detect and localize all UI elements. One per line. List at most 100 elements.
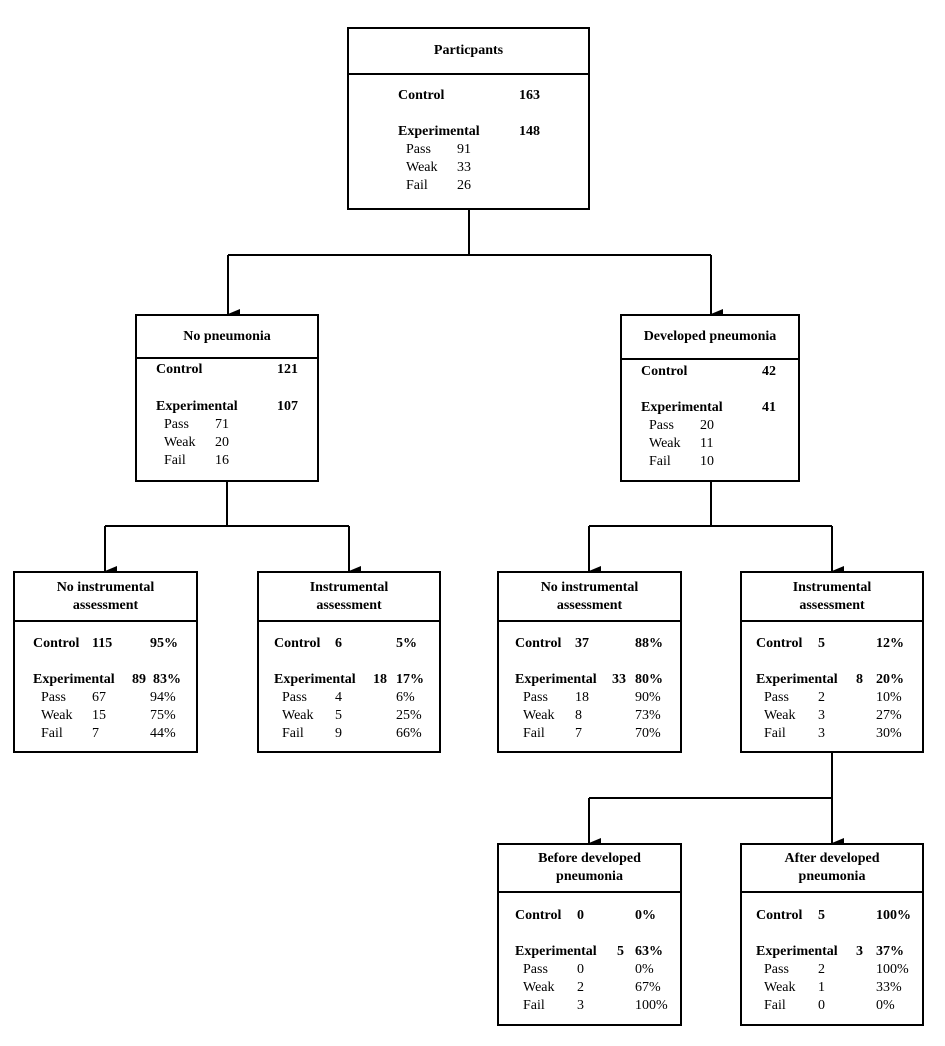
weak-count: 15 [92, 708, 106, 723]
fail-label: Fail [282, 726, 304, 741]
box-title: No pneumonia [137, 316, 317, 359]
box-title: Particpants [349, 29, 588, 75]
weak-count: 8 [575, 708, 582, 723]
pass-label: Pass [649, 418, 674, 433]
pass-count: 71 [215, 417, 229, 432]
fail-count: 10 [700, 454, 714, 469]
experimental-label: Experimental [156, 399, 238, 414]
fail-percent: 44% [150, 726, 176, 741]
experimental-percent: 63% [635, 944, 663, 959]
control-count: 5 [818, 636, 825, 651]
pass-percent: 6% [396, 690, 415, 705]
fail-label: Fail [764, 998, 786, 1013]
weak-percent: 25% [396, 708, 422, 723]
experimental-label: Experimental [756, 672, 838, 687]
fail-count: 3 [818, 726, 825, 741]
fail-count: 16 [215, 453, 229, 468]
fail-count: 0 [818, 998, 825, 1013]
pass-count: 2 [818, 690, 825, 705]
control-label: Control [515, 908, 562, 923]
control-label: Control [756, 636, 803, 651]
weak-count: 33 [457, 160, 471, 175]
experimental-percent: 37% [876, 944, 904, 959]
fail-percent: 30% [876, 726, 902, 741]
fail-percent: 70% [635, 726, 661, 741]
control-percent: 100% [876, 908, 911, 923]
pass-count: 2 [818, 962, 825, 977]
fail-label: Fail [523, 998, 545, 1013]
experimental-count: 107 [277, 399, 298, 414]
control-label: Control [641, 364, 688, 379]
weak-label: Weak [523, 980, 555, 995]
experimental-label: Experimental [33, 672, 115, 687]
experimental-count: 18 [373, 672, 387, 687]
fail-count: 7 [575, 726, 582, 741]
pass-count: 91 [457, 142, 471, 157]
experimental-percent: 80% [635, 672, 663, 687]
experimental-count: 3 [856, 944, 863, 959]
pass-count: 20 [700, 418, 714, 433]
experimental-label: Experimental [515, 944, 597, 959]
pass-label: Pass [406, 142, 431, 157]
pass-count: 67 [92, 690, 106, 705]
pass-count: 4 [335, 690, 342, 705]
weak-percent: 33% [876, 980, 902, 995]
weak-label: Weak [164, 435, 196, 450]
weak-label: Weak [523, 708, 555, 723]
pass-label: Pass [523, 962, 548, 977]
pass-label: Pass [523, 690, 548, 705]
fail-label: Fail [164, 453, 186, 468]
experimental-percent: 20% [876, 672, 904, 687]
weak-count: 20 [215, 435, 229, 450]
weak-count: 3 [818, 708, 825, 723]
experimental-label: Experimental [398, 124, 480, 139]
fail-percent: 100% [635, 998, 668, 1013]
experimental-label: Experimental [274, 672, 356, 687]
weak-label: Weak [282, 708, 314, 723]
weak-percent: 75% [150, 708, 176, 723]
box-title: Developed pneumonia [622, 316, 798, 360]
fail-count: 7 [92, 726, 99, 741]
control-label: Control [398, 88, 445, 103]
fail-count: 3 [577, 998, 584, 1013]
control-count: 42 [762, 364, 776, 379]
control-count: 6 [335, 636, 342, 651]
pass-label: Pass [764, 962, 789, 977]
fail-count: 26 [457, 178, 471, 193]
experimental-percent: 17% [396, 672, 424, 687]
experimental-count: 89 [132, 672, 146, 687]
control-label: Control [756, 908, 803, 923]
control-label: Control [515, 636, 562, 651]
control-label: Control [156, 362, 203, 377]
pass-percent: 90% [635, 690, 661, 705]
control-label: Control [33, 636, 80, 651]
control-percent: 0% [635, 908, 656, 923]
control-count: 37 [575, 636, 589, 651]
pass-label: Pass [41, 690, 66, 705]
control-label: Control [274, 636, 321, 651]
fail-percent: 0% [876, 998, 895, 1013]
control-count: 163 [519, 88, 540, 103]
weak-label: Weak [649, 436, 681, 451]
weak-count: 5 [335, 708, 342, 723]
control-count: 5 [818, 908, 825, 923]
experimental-count: 8 [856, 672, 863, 687]
weak-percent: 67% [635, 980, 661, 995]
experimental-label: Experimental [756, 944, 838, 959]
weak-percent: 27% [876, 708, 902, 723]
participants-box: Particpants Control 163 Experimental 148… [347, 27, 590, 210]
fail-label: Fail [523, 726, 545, 741]
fail-percent: 66% [396, 726, 422, 741]
fail-label: Fail [406, 178, 428, 193]
control-count: 115 [92, 636, 113, 651]
weak-count: 1 [818, 980, 825, 995]
pass-count: 0 [577, 962, 584, 977]
